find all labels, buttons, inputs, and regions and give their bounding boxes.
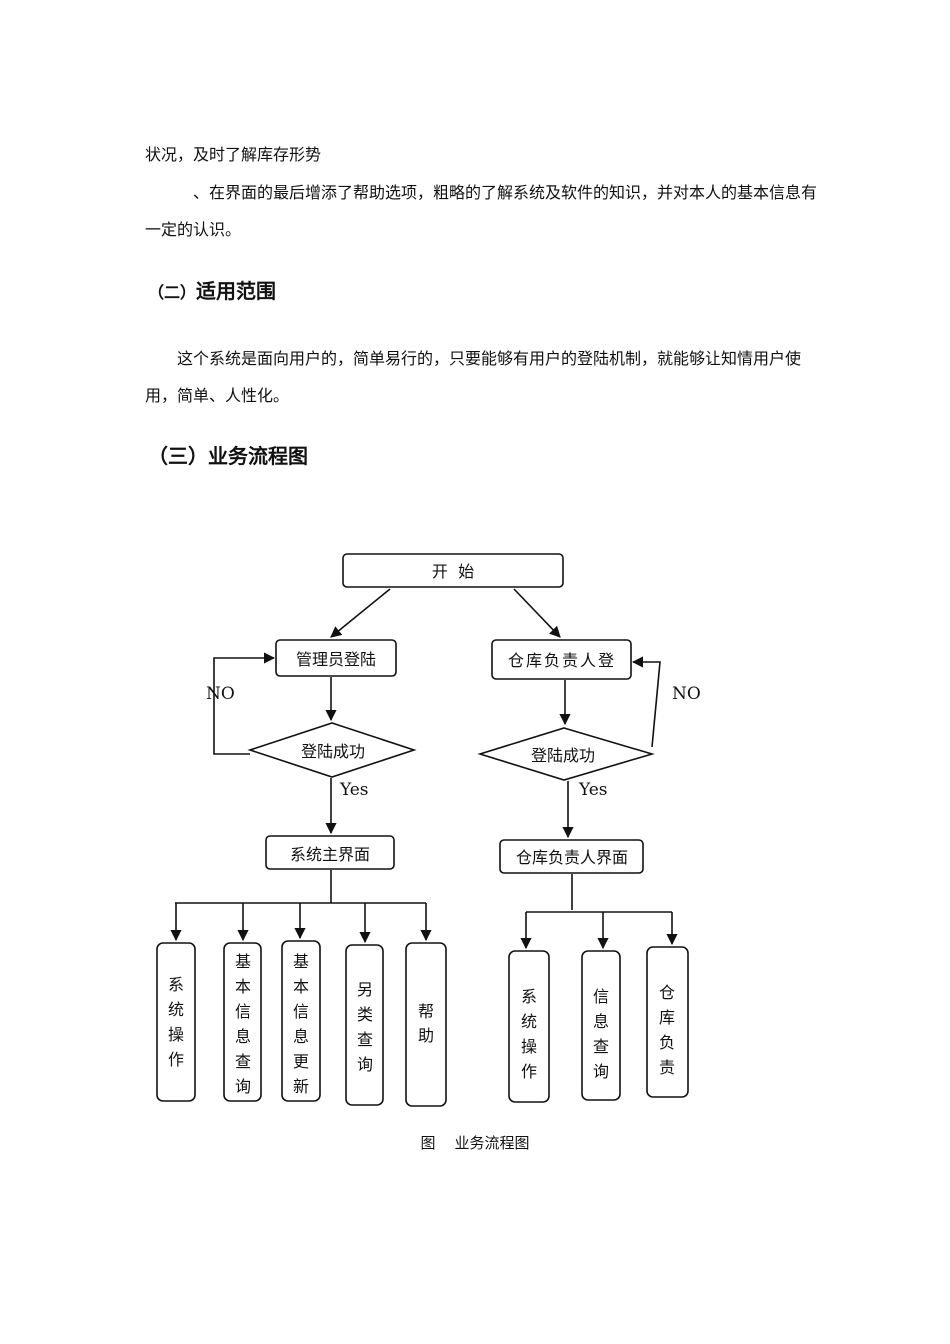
admin-child-label-1-char: 询 [235,1077,251,1096]
warehouse-decision-node [477,727,655,781]
arrow-admin-no-loop [213,652,276,755]
admin-child-label-2-char: 基 [293,952,309,971]
arrow-start-to-warehouse [513,588,561,638]
admin-child-label-1-char: 基 [235,952,251,971]
admin-child-label-2-char: 息 [293,1027,309,1046]
child-box-other-query [345,944,384,1106]
paragraph-continuation: 状况，及时了解库存形势 [145,145,322,164]
warehouse-child-label-2-char: 责 [659,1058,675,1077]
warehouse-child-label-1-char: 查 [593,1037,609,1056]
admin-login-label: 管理员登陆 [296,650,376,669]
heading-text: 业务流程图 [208,444,308,468]
start-label: 开 始 [432,562,474,581]
warehouse-yes-label: Yes [578,780,608,800]
admin-child-label-4-char: 帮 [418,1002,434,1021]
child-box-info-query [223,942,262,1102]
admin-child-label-4-char: 助 [418,1026,434,1045]
admin-child-label-1-char: 息 [235,1027,251,1046]
warehouse-child-label-2-char: 负 [659,1033,675,1052]
warehouse-child-label-1-char: 息 [593,1012,609,1031]
admin-child-label-3-char: 另 [357,980,373,999]
warehouse-child-label-1-char: 信 [593,987,609,1006]
warehouse-no-label: NO [672,684,701,704]
admin-child-label-1-char: 本 [235,977,251,996]
admin-child-label-0-char: 系 [168,975,184,994]
heading-text: 适用范围 [196,279,277,303]
admin-child-label-2-char: 新 [293,1077,309,1096]
child-box-wh-info-query [581,950,621,1101]
warehouse-child-label-2-char: 仓 [659,983,675,1002]
warehouse-ui-node [499,839,644,874]
admin-child-label-3-char: 询 [357,1055,373,1074]
child-box-wh-system-ops [508,950,550,1103]
admin-decision-node [247,722,417,778]
warehouse-child-label-0-char: 系 [521,987,537,1006]
child-box-wh-manager [646,946,689,1098]
warehouse-login-label: 仓库负责人登 [508,651,616,670]
admin-child-label-1-char: 查 [235,1052,251,1071]
heading-number: （二） [148,283,197,302]
warehouse-ui-label: 仓库负责人界面 [516,848,628,867]
admin-decision-label: 登陆成功 [301,742,365,761]
heading-number: （三） [148,444,208,468]
warehouse-login-node [491,639,632,680]
warehouse-child-label-2-char: 库 [659,1008,675,1027]
admin-child-label-0-char: 操 [168,1025,184,1044]
admin-yes-label: Yes [339,780,369,800]
paragraph-scope: 这个系统是面向用户的，简单易行的，只要能够有用户的登陆机制，就能够让知情用户使用… [145,349,802,405]
section-heading-scope: （二）适用范围 [148,275,276,304]
admin-no-label: NO [206,684,235,704]
arrow-start-to-admin [330,588,391,638]
arrow-warehouse-no-loop [631,656,661,748]
admin-child-label-0-char: 统 [168,1000,184,1019]
admin-child-label-0-char: 作 [168,1050,184,1069]
warehouse-child-label-1-char: 询 [593,1062,609,1081]
admin-child-label-1-char: 信 [235,1002,251,1021]
figure-caption: 图 业务流程图 [420,1134,530,1152]
main-ui-node [265,835,395,870]
warehouse-child-label-0-char: 操 [521,1037,537,1056]
admin-child-label-2-char: 更 [293,1052,309,1071]
admin-child-label-2-char: 本 [293,977,309,996]
child-box-help [405,942,447,1107]
warehouse-decision-label: 登陆成功 [531,746,595,765]
warehouse-child-label-0-char: 作 [521,1062,537,1081]
warehouse-child-label-0-char: 统 [521,1012,537,1031]
child-box-system-ops [156,942,196,1102]
admin-child-label-3-char: 查 [357,1030,373,1049]
child-box-info-update [281,940,321,1102]
admin-child-label-3-char: 类 [357,1005,373,1024]
admin-login-node [275,639,397,677]
section-heading-flowchart: （三）业务流程图 [148,440,308,469]
main-ui-label: 系统主界面 [290,845,370,864]
paragraph-help-option: 、在界面的最后增添了帮助选项，粗略的了解系统及软件的知识，并对本人的基本信息有一… [145,183,818,239]
start-node [342,553,564,588]
admin-child-label-2-char: 信 [293,1002,309,1021]
